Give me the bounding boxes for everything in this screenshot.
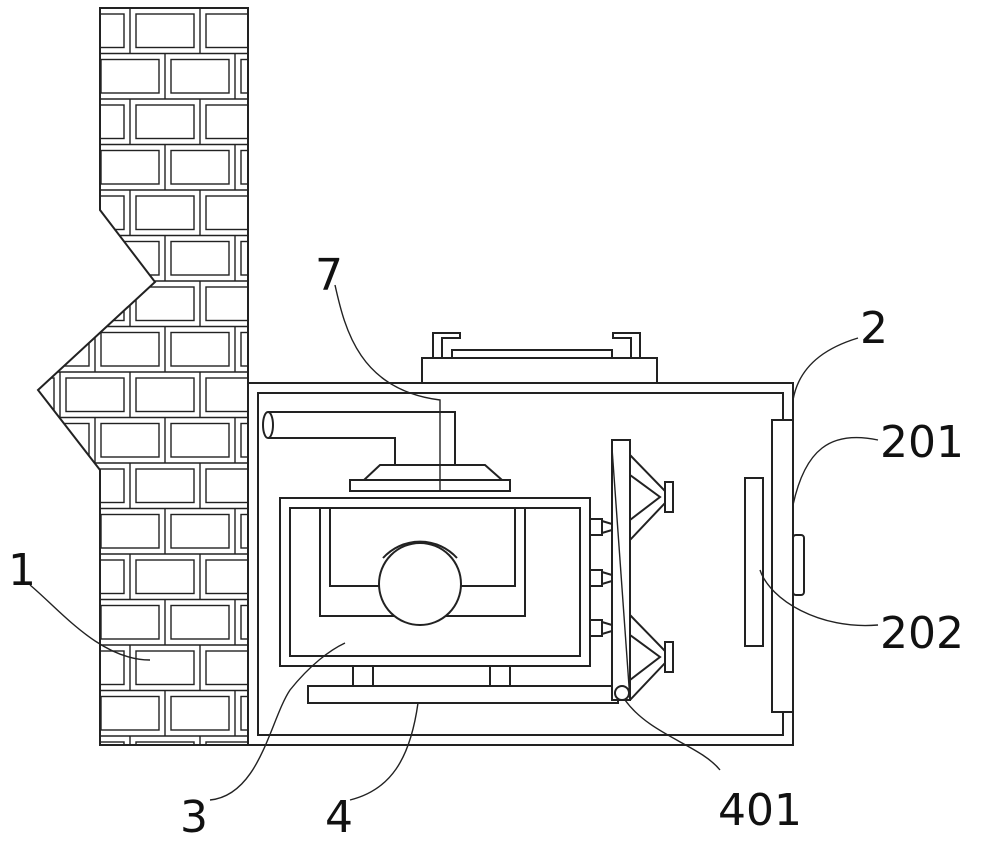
label-door-panel: 202 — [880, 608, 964, 659]
label-rail: 401 — [718, 785, 802, 836]
door — [744, 419, 805, 713]
unit-body — [279, 497, 613, 667]
label-base: 4 — [325, 792, 353, 843]
rail-assembly — [611, 439, 674, 701]
label-unit: 3 — [180, 792, 208, 843]
label-door: 201 — [880, 417, 964, 468]
brick-wall — [36, 7, 249, 746]
base-plate — [307, 665, 619, 704]
label-pipe: 7 — [315, 250, 343, 301]
label-wall: 1 — [8, 545, 36, 596]
callouts: 1 2 201 202 3 4 401 7 — [8, 250, 964, 843]
label-box: 2 — [860, 303, 888, 354]
leader-lines — [29, 284, 879, 801]
pipe — [262, 411, 511, 492]
